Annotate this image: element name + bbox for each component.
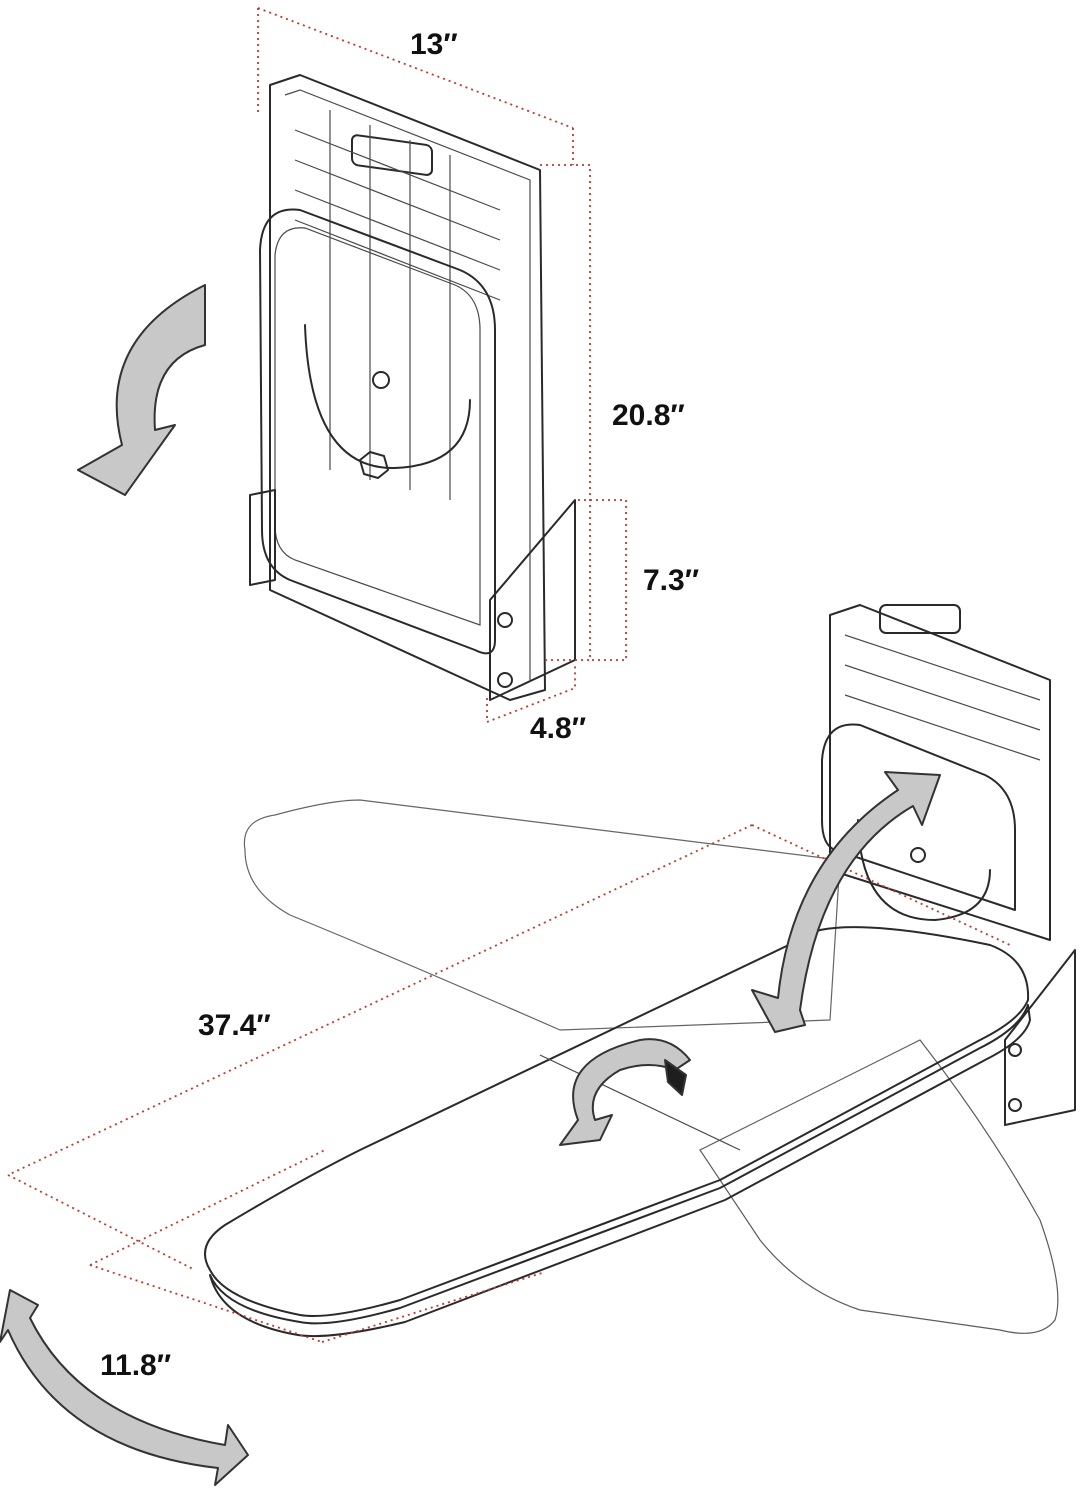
- open-ironing-board-unit: [204, 604, 1076, 1338]
- flip-arrow-head-dark: [664, 1059, 687, 1096]
- folded-ironing-board-unit: [249, 74, 576, 701]
- swing-arrow-icon: [751, 771, 941, 1033]
- label-board-length: 37.4″: [198, 1009, 271, 1042]
- label-width-folded: 13″: [410, 28, 458, 61]
- label-height-folded: 20.8″: [612, 399, 685, 432]
- pivot-arrow-icon: [0, 1289, 249, 1486]
- label-bracket-height: 7.3″: [643, 564, 699, 597]
- flip-arrow-icon: [559, 1038, 691, 1146]
- frame-slot-pattern: [294, 110, 501, 500]
- open-dimension-lines: [7, 824, 1011, 1343]
- rotate-down-arrow-icon: [77, 284, 206, 496]
- ironing-board-surface: [204, 926, 1030, 1317]
- label-depth-folded: 4.8″: [530, 712, 586, 745]
- label-board-width: 11.8″: [100, 1349, 171, 1382]
- folded-dimension-lines: [257, 7, 627, 724]
